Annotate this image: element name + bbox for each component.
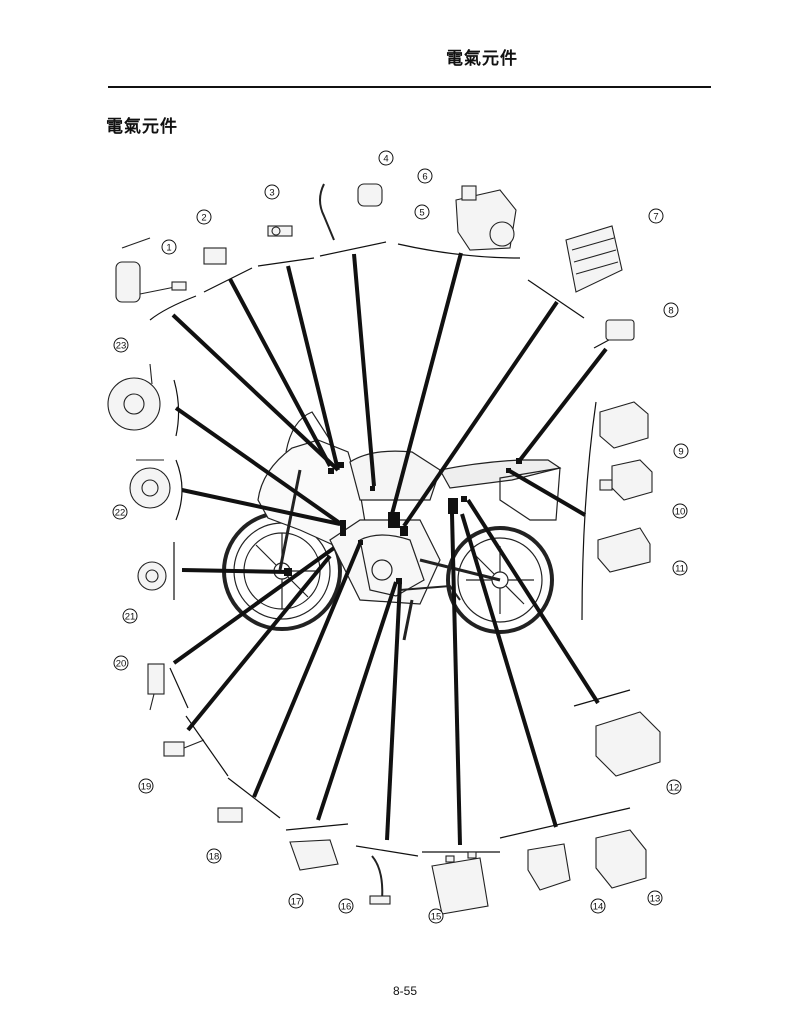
motorcycle-illustration — [222, 411, 562, 641]
seat — [439, 459, 562, 489]
svg-text:23: 23 — [116, 341, 127, 352]
sensor-sketch-21 — [137, 561, 167, 591]
svg-text:1: 1 — [166, 243, 171, 254]
sensor-sketch-3 — [267, 225, 293, 237]
fan-motor-sketch-22 — [129, 459, 171, 509]
sensor-sketch-16 — [369, 855, 391, 905]
callout-12: 12 — [666, 779, 682, 795]
engine — [359, 534, 425, 597]
svg-text:4: 4 — [383, 154, 388, 165]
section-title: 電氣元件 — [106, 117, 178, 137]
group-brackets — [149, 241, 631, 857]
sensor-sketch-20 — [147, 663, 165, 711]
svg-text:21: 21 — [125, 612, 136, 623]
component-sketches — [107, 183, 661, 915]
svg-text:16: 16 — [341, 902, 352, 913]
callout-7: 7 — [648, 208, 664, 224]
svg-text:13: 13 — [650, 894, 661, 905]
svg-text:6: 6 — [422, 172, 427, 183]
ecu-sketch-12 — [595, 711, 661, 777]
horn-sketch-23 — [107, 363, 161, 431]
relay-sketch-11 — [597, 527, 651, 573]
svg-text:7: 7 — [653, 212, 658, 223]
svg-text:15: 15 — [431, 912, 442, 923]
leader-lines — [171, 252, 608, 846]
svg-text:5: 5 — [419, 208, 424, 219]
callout-numbers: 1 2 3 4 5 6 7 8 9 10 11 12 13 14 15 16 1… — [112, 150, 689, 924]
svg-text:12: 12 — [669, 783, 680, 794]
main-switch-sketch — [115, 237, 187, 303]
ignition-coil-sketch-4 — [319, 183, 383, 241]
svg-text:3: 3 — [269, 188, 274, 199]
callout-2: 2 — [196, 209, 212, 225]
callout-21: 21 — [122, 608, 138, 624]
svg-text:18: 18 — [209, 852, 220, 863]
svg-text:8: 8 — [668, 306, 673, 317]
sensor-sketch-19 — [163, 739, 205, 757]
callout-11: 11 — [672, 560, 688, 576]
callout-16: 16 — [338, 898, 354, 914]
rectifier-sketch-7 — [565, 225, 623, 293]
svg-text:9: 9 — [678, 447, 683, 458]
svg-text:11: 11 — [675, 564, 685, 575]
callout-3: 3 — [264, 184, 280, 200]
callout-8: 8 — [663, 302, 679, 318]
windscreen — [285, 411, 331, 453]
callout-4: 4 — [378, 150, 394, 166]
callout-15: 15 — [428, 908, 444, 924]
svg-text:14: 14 — [593, 902, 604, 913]
callout-10: 10 — [672, 503, 688, 519]
callout-13: 13 — [647, 890, 663, 906]
callout-17: 17 — [288, 893, 304, 909]
page-number: 8-55 — [392, 984, 418, 998]
svg-text:20: 20 — [116, 659, 127, 670]
swingarm — [419, 558, 501, 582]
exhaust — [399, 584, 461, 601]
relay-sketch-2 — [203, 247, 227, 265]
callout-20: 20 — [113, 655, 129, 671]
header-rule — [108, 86, 711, 88]
callout-18: 18 — [206, 848, 222, 864]
callout-5: 5 — [414, 204, 430, 220]
svg-text:22: 22 — [115, 508, 126, 519]
svg-text:19: 19 — [141, 782, 152, 793]
callout-19: 19 — [138, 778, 154, 794]
relay-sketch-14 — [527, 843, 571, 891]
svg-text:17: 17 — [291, 897, 302, 908]
callout-14: 14 — [590, 898, 606, 914]
throttle-body-sketch-5-6 — [455, 185, 517, 251]
svg-text:2: 2 — [201, 213, 206, 224]
tail-section — [499, 467, 561, 521]
page-header-title: 電氣元件 — [446, 49, 518, 69]
front-fork — [278, 469, 302, 571]
sensor-sketch-17 — [289, 839, 339, 871]
sensor-sketch-8 — [605, 319, 635, 341]
callout-9: 9 — [673, 443, 689, 459]
svg-text:10: 10 — [675, 507, 686, 518]
sensor-sketch-18 — [217, 807, 243, 823]
relay-sketch-10 — [599, 459, 653, 501]
relay-sketch-9 — [599, 401, 649, 449]
lower-fairing — [329, 519, 441, 605]
callout-1: 1 — [161, 239, 177, 255]
fuse-box-sketch-13 — [595, 829, 647, 889]
callout-22: 22 — [112, 504, 128, 520]
side-stand — [402, 599, 414, 641]
battery-sketch-15 — [431, 851, 489, 915]
callout-23: 23 — [113, 337, 129, 353]
callout-6: 6 — [417, 168, 433, 184]
